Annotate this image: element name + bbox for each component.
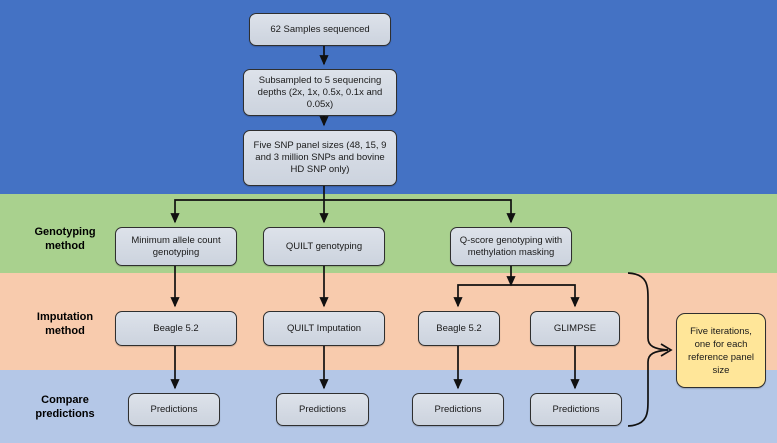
node-beagle-2-label: Beagle 5.2 <box>436 322 482 334</box>
node-glimpse-imputation[interactable]: GLIMPSE <box>530 311 620 346</box>
band-label-imputation-line1: Imputation <box>36 311 94 323</box>
node-quilt-genotyping[interactable]: QUILT genotyping <box>263 227 385 266</box>
node-mac-geno-label: Minimum allele count genotyping <box>131 234 221 258</box>
band-label-compare-line2: predictions <box>35 408 95 420</box>
node-glimpse-label: GLIMPSE <box>553 322 597 334</box>
band-label-genotyping: Genotyping method <box>10 225 120 253</box>
node-samples-sequenced[interactable]: 62 Samples sequenced <box>249 13 391 46</box>
band-label-imputation-line2: method <box>45 325 85 337</box>
node-beagle-imputation-2[interactable]: Beagle 5.2 <box>418 311 500 346</box>
node-pred-3-label: Predictions <box>434 403 482 415</box>
node-quilt-imp-label: QUILT Imputation <box>286 322 362 334</box>
node-predictions-1[interactable]: Predictions <box>128 393 220 426</box>
band-label-imputation: Imputation method <box>10 310 120 338</box>
node-predictions-2[interactable]: Predictions <box>276 393 369 426</box>
node-pred-1-label: Predictions <box>150 403 198 415</box>
note-five-iterations[interactable]: Five iterations, one for each reference … <box>676 313 766 388</box>
band-label-genotyping-line1: Genotyping <box>34 226 96 238</box>
node-qscore-geno-label: Q-score genotyping with methylation mask… <box>459 234 563 258</box>
node-panels-label: Five SNP panel sizes (48, 15, 9 and 3 mi… <box>253 140 387 175</box>
node-predictions-4[interactable]: Predictions <box>530 393 622 426</box>
node-pred-4-label: Predictions <box>552 403 600 415</box>
node-beagle-1-label: Beagle 5.2 <box>153 322 199 334</box>
band-label-genotyping-line2: method <box>45 240 85 252</box>
node-predictions-3[interactable]: Predictions <box>412 393 504 426</box>
node-samples-label: 62 Samples sequenced <box>270 23 370 35</box>
note-five-iterations-label: Five iterations, one for each reference … <box>687 325 755 376</box>
node-subsampled-depths[interactable]: Subsampled to 5 sequencing depths (2x, 1… <box>243 69 397 116</box>
node-snp-panel-sizes[interactable]: Five SNP panel sizes (48, 15, 9 and 3 mi… <box>243 130 397 186</box>
band-label-compare: Compare predictions <box>10 393 120 421</box>
node-minimum-allele-count-genotyping[interactable]: Minimum allele count genotyping <box>115 227 237 266</box>
node-subsampled-label: Subsampled to 5 sequencing depths (2x, 1… <box>257 74 383 110</box>
band-label-compare-line1: Compare <box>41 394 89 406</box>
node-qscore-genotyping[interactable]: Q-score genotyping with methylation mask… <box>450 227 572 266</box>
node-quilt-imputation[interactable]: QUILT Imputation <box>263 311 385 346</box>
node-pred-2-label: Predictions <box>299 403 346 415</box>
node-quilt-geno-label: QUILT genotyping <box>285 240 363 252</box>
node-beagle-imputation-1[interactable]: Beagle 5.2 <box>115 311 237 346</box>
